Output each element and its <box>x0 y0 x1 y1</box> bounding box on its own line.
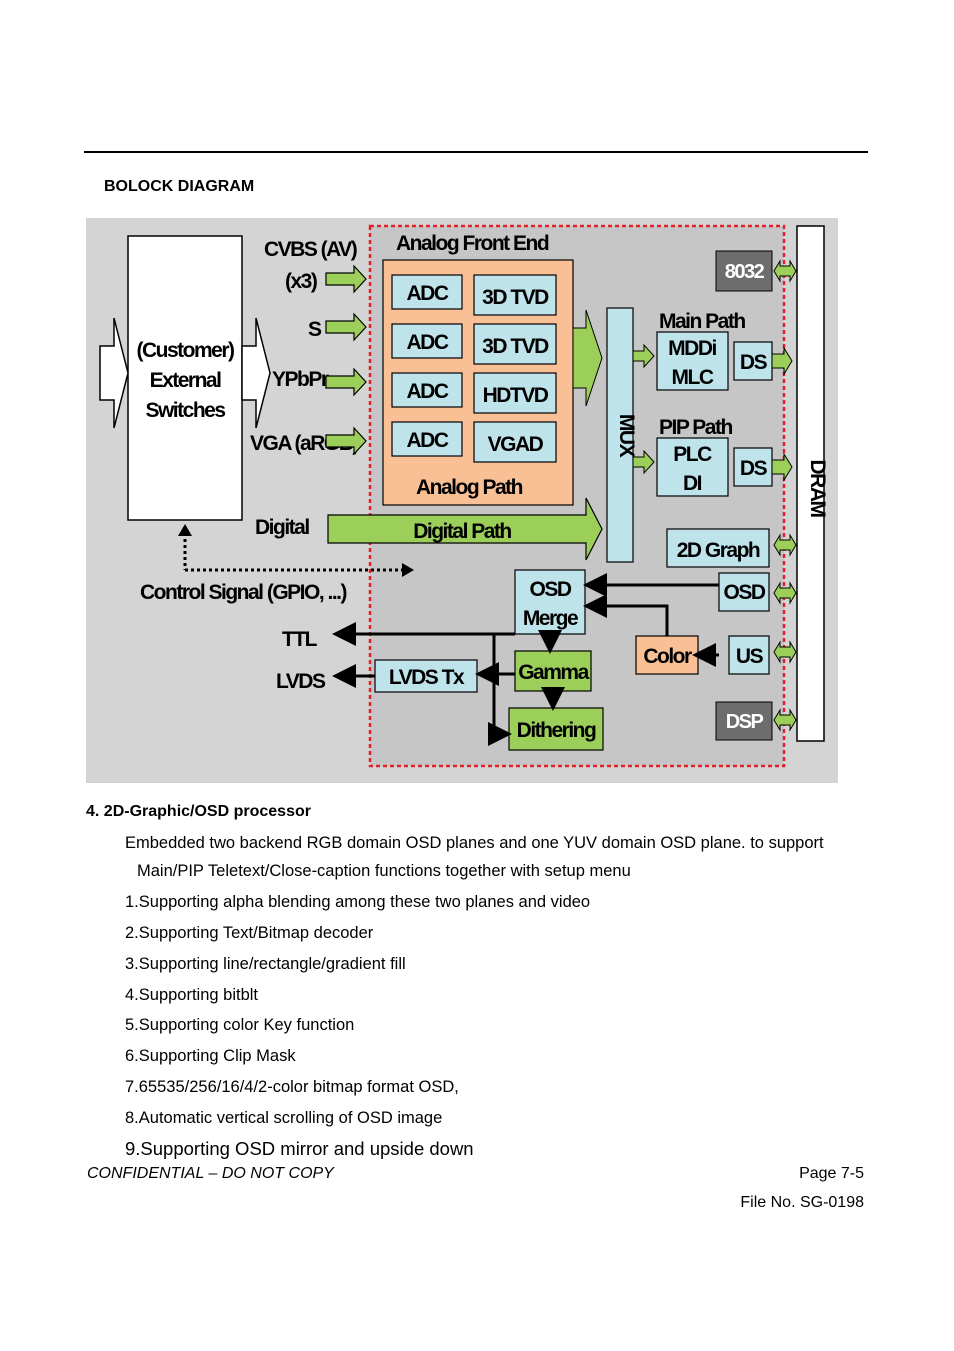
pip-path-label: PIP Path <box>659 416 732 439</box>
di-label: DI <box>683 472 702 495</box>
page-number: Page 7-5 <box>799 1165 864 1182</box>
adc-block-4 <box>391 421 463 457</box>
ds-label-main: DS <box>740 351 768 374</box>
tvd3d-block-2 <box>473 323 557 365</box>
tvd3d-label-2: 3D TVD <box>482 335 549 358</box>
digital-path-arrow <box>327 497 603 561</box>
osd-merge-label-2: Merge <box>523 607 578 630</box>
mlc-label: MLC <box>672 366 714 389</box>
switch-output-arrow <box>241 317 271 429</box>
graph2d-label: 2D Graph <box>677 539 760 562</box>
dram-label: DRAM <box>806 460 829 518</box>
adc-label-2: ADC <box>407 331 449 354</box>
control-signal-label: Control Signal (GPIO, ...) <box>140 581 347 604</box>
header-rule <box>84 151 868 153</box>
main-path-label: Main Path <box>659 310 745 333</box>
switch-input-arrow <box>99 317 129 429</box>
us-block <box>728 635 770 675</box>
list-item: 2.Supporting Text/Bitmap decoder <box>125 924 374 942</box>
dithering-block <box>508 707 604 751</box>
graph2d-block <box>666 528 770 568</box>
pip-path-block <box>656 437 729 497</box>
list-item: 9.Supporting OSD mirror and upside down <box>125 1138 474 1159</box>
adc-block-2 <box>391 323 463 359</box>
adc-label-1: ADC <box>407 282 449 305</box>
vgad-label: VGAD <box>488 433 544 456</box>
list-item: 8.Automatic vertical scrolling of OSD im… <box>125 1109 443 1127</box>
osd-block <box>718 572 770 612</box>
x3-label: (x3) <box>285 270 317 293</box>
ds-block-pip <box>733 447 773 487</box>
hdtvd-label: HDTVD <box>483 384 549 407</box>
cvbs-label: CVBS (AV) <box>264 238 357 261</box>
mddi-label: MDDi <box>668 337 716 360</box>
color-label: Color <box>643 645 692 668</box>
digital-label: Digital <box>255 516 309 539</box>
file-number: File No. SG-0198 <box>740 1194 864 1211</box>
dithering-label: Dithering <box>517 719 596 742</box>
adc-label-3: ADC <box>407 380 449 403</box>
analog-to-mux-arrow <box>572 309 603 407</box>
intro-line-2: Main/PIP Teletext/Close-caption function… <box>137 862 631 880</box>
digital-path-label: Digital Path <box>413 520 511 543</box>
cpu-8032-block <box>715 250 773 292</box>
ds-label-pip: DS <box>740 457 768 480</box>
mux-block <box>606 307 634 563</box>
dram-block <box>796 225 825 742</box>
adc-block-3 <box>391 372 463 408</box>
hdtvd-block <box>473 372 557 414</box>
gamma-label: Gamma <box>518 661 589 684</box>
ypbpr-label: YPbPr <box>272 368 329 391</box>
dram-connectors <box>773 259 797 732</box>
adc-label-4: ADC <box>407 429 449 452</box>
cpu-8032-label: 8032 <box>725 261 765 283</box>
intro-line-1: Embedded two backend RGB domain OSD plan… <box>125 834 824 852</box>
tvd3d-block-1 <box>473 274 557 316</box>
plc-label: PLC <box>673 443 712 466</box>
list-item: 1.Supporting alpha blending among these … <box>125 893 591 911</box>
dsp-block <box>715 701 773 741</box>
customer-label-2: External <box>150 369 222 392</box>
mux-label: MUX <box>615 414 638 458</box>
s-label: S <box>308 318 322 341</box>
osd-label: OSD <box>723 581 765 604</box>
dsp-label: DSP <box>726 711 764 733</box>
block-diagram: (Customer) External Switches CVBS (AV) (… <box>86 218 838 783</box>
list-item: 7.65535/256/16/4/2-color bitmap format O… <box>125 1078 459 1096</box>
confidential-notice: CONFIDENTIAL – DO NOT COPY <box>87 1165 334 1182</box>
vgad-block <box>473 421 557 463</box>
customer-label-3: Switches <box>145 399 225 422</box>
us-label: US <box>736 645 764 668</box>
osd-merge-block <box>514 569 586 635</box>
main-path-block <box>656 331 729 391</box>
list-item: 5.Supporting color Key function <box>125 1016 355 1034</box>
lvds-label: LVDS <box>276 670 326 693</box>
signal-lines <box>332 573 719 746</box>
ttl-label: TTL <box>282 628 318 651</box>
osd-merge-label-1: OSD <box>529 578 571 601</box>
lvds-tx-label: LVDS Tx <box>389 666 465 689</box>
list-item: 3.Supporting line/rectangle/gradient fil… <box>125 955 406 973</box>
list-item: 6.Supporting Clip Mask <box>125 1047 296 1065</box>
customer-label-1: (Customer) <box>136 339 234 362</box>
input-arrows <box>325 264 367 456</box>
list-item: 4.Supporting bitblt <box>125 986 259 1004</box>
diagram-heading: BOLOCK DIAGRAM <box>104 178 255 195</box>
tvd3d-label-1: 3D TVD <box>482 286 549 309</box>
adc-block-1 <box>391 274 463 310</box>
section-title: 4. 2D-Graphic/OSD processor <box>86 803 311 820</box>
analog-path-label: Analog Path <box>416 476 523 499</box>
afe-label: Analog Front End <box>396 232 549 255</box>
